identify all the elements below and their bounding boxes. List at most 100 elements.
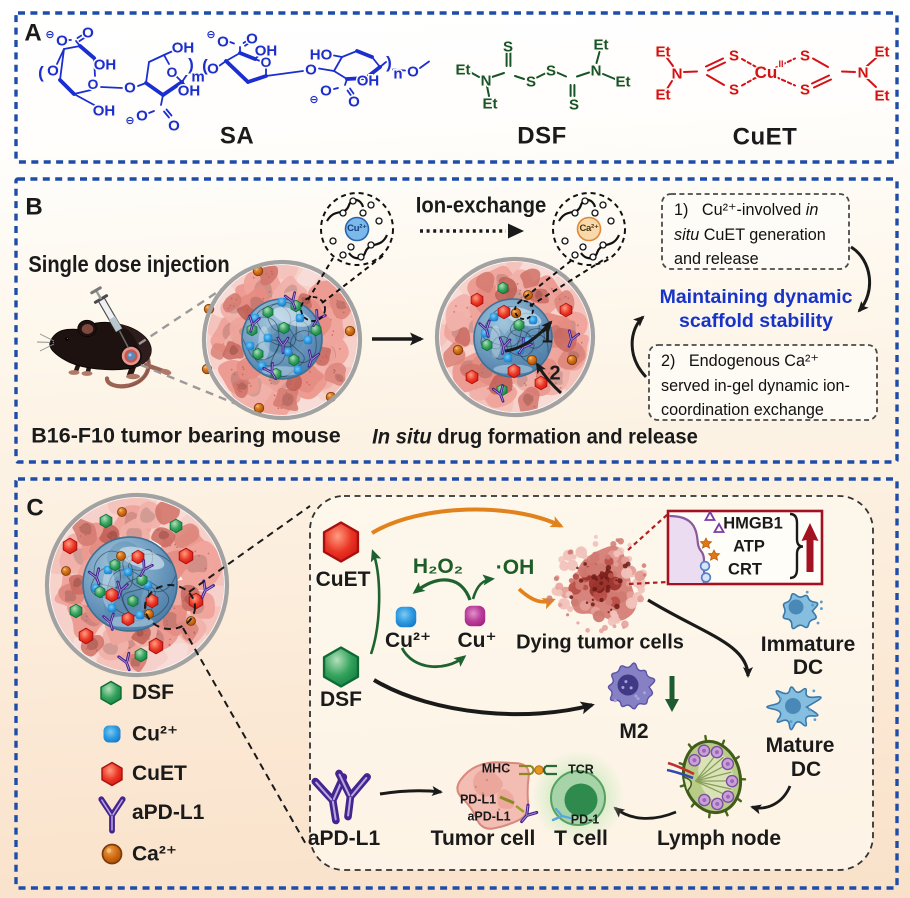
hydrogel-circle-1-part-part (230, 368, 233, 371)
hydrogel-circle-1-part-part (246, 309, 249, 312)
hydrogel-circle-2-part (497, 304, 511, 320)
atom-label: O (305, 61, 317, 78)
hydrogel-circle-3-part-part (173, 607, 176, 610)
cu-ion-label: Cu²⁺ (347, 223, 367, 235)
immune-cells-part-part (715, 801, 720, 806)
synapse-icons-part (542, 764, 557, 776)
hydrogel-circle-2-part-part (576, 324, 579, 327)
dying-tumor-cells-part (610, 608, 613, 611)
hydrogel-circle-3-part-part (102, 642, 118, 655)
atom-label: O (167, 64, 178, 80)
hydrogel-circle-1-part-part (337, 376, 340, 379)
dying-tumor-cells-part (642, 573, 647, 577)
dsf-structure-part (514, 75, 525, 80)
hydrogel-circle-3-part-part (194, 550, 197, 553)
atom-label: ⊖ (309, 94, 318, 106)
dying-tumor-cells-part (613, 561, 619, 567)
cuet-structure-part (705, 57, 726, 72)
hydrogel-circle-3-part-part (204, 567, 207, 570)
sa-structure-part (333, 54, 343, 58)
hydrogel-circle-3-part-part (186, 596, 189, 599)
atom-label: HO (310, 46, 333, 63)
sa-structure-part (333, 56, 343, 72)
synapse-icons-part (515, 805, 525, 813)
hydrogel-circle-1-part-part (249, 384, 252, 387)
legend-icons (101, 680, 123, 865)
sa-structure (56, 33, 430, 119)
dying-tumor-cells-part (605, 598, 613, 606)
crt-label: CRT (728, 560, 762, 579)
ion-exchange-arrow-part (508, 223, 524, 239)
hydrogel-circle-1-part-part (271, 273, 274, 275)
dying-tumor-cells-part (557, 602, 563, 608)
redox-arrows (369, 549, 495, 669)
dsf-mechanism-label: DSF (320, 687, 362, 711)
atom-label: OH (94, 56, 117, 73)
hydrogel-circle-3-part-part (79, 526, 81, 529)
cuet-structure-part (706, 74, 725, 86)
hydrogel-circle-2-part-part (475, 271, 495, 293)
dying-tumor-cells-part (605, 554, 611, 560)
ion-lens-cu-part (347, 243, 355, 251)
ion-lens-cu-part (375, 217, 383, 225)
ion-lens-ca-part (599, 241, 607, 249)
hydrogel-circle-3-part (178, 547, 194, 565)
sa-structure-part (93, 57, 99, 62)
sa-structure-part (163, 54, 170, 65)
hydrogel-circle-1-part-part (308, 383, 311, 386)
hydrogel-circle-3-part-part (79, 535, 82, 537)
immune-cells-part-part (702, 798, 707, 803)
sa-structure-part (364, 65, 382, 80)
redox-arrows-part (400, 647, 467, 669)
hydrogel-circle-3-part-part (182, 596, 185, 598)
hydrogel-circle-1-part (293, 365, 303, 375)
immune-cells-part (788, 599, 804, 615)
mouse-illustration-part (118, 324, 152, 368)
atom-label: ( (38, 63, 44, 82)
dying-tumor-cells-part (567, 550, 572, 555)
dsf-structure-part (505, 52, 512, 67)
dying-tumor-cells-part (553, 576, 559, 582)
sa-structure-part (75, 40, 81, 47)
dying-tumor-cells-part (606, 584, 611, 590)
atom-label: S (800, 47, 810, 64)
dying-tumor-cells-part (607, 611, 610, 614)
hydrogel-circle-1-part-part (332, 330, 335, 333)
hydrogel-circle-3-part-part (143, 630, 146, 632)
atom-label: S (729, 81, 739, 98)
hydrogel-circle-3-part-part (73, 577, 83, 588)
hydrogel-circle-3-part (135, 610, 145, 620)
dying-tumor-cells-part (607, 572, 614, 579)
hydrogel-circle-3-part-part (139, 630, 142, 633)
hydrogel-circle-1-part-part (265, 272, 268, 275)
sa-structure-part (160, 94, 164, 106)
dying-tumor-cells-part (585, 628, 590, 633)
flow-arrows-part (379, 786, 443, 796)
ion-lens-cu-part (300, 296, 326, 322)
atom-label: O (207, 60, 219, 77)
dying-tumor-cells-part (568, 578, 574, 584)
hydrogel-circle-1-part-part (248, 309, 251, 312)
hydrogel-circle-1-part-part (241, 307, 243, 310)
sa-structure-part (100, 86, 123, 89)
hydrogel-circle-2-part-part (455, 305, 457, 307)
mouse-illustration-part (81, 371, 93, 376)
immune-cells-part (564, 783, 598, 817)
hydrogel-circle-1-part-part (242, 368, 245, 370)
damp-box-part (699, 537, 721, 561)
ca2-sphere-icon (101, 843, 123, 865)
synapse-icons-part (534, 765, 544, 775)
mouse-illustration-part (143, 362, 166, 374)
cycle-arrows-part (850, 245, 872, 313)
redox-arrows-part (369, 549, 382, 655)
hydrogel-circle-3-part-part (85, 648, 88, 650)
ion-lens-ca-part (607, 217, 615, 225)
dying-tumor-cells-part (639, 579, 647, 587)
step2-text: 2) Endogenous Ca²⁺ served in-gel dynamic… (661, 352, 850, 419)
hydrogel-circle-2-part-part (535, 290, 543, 299)
hydrogel-circle-1-part-part (285, 391, 288, 394)
hydrogel-circle-3-part-part (85, 619, 88, 622)
hydrogel-circle-2 (434, 256, 596, 418)
